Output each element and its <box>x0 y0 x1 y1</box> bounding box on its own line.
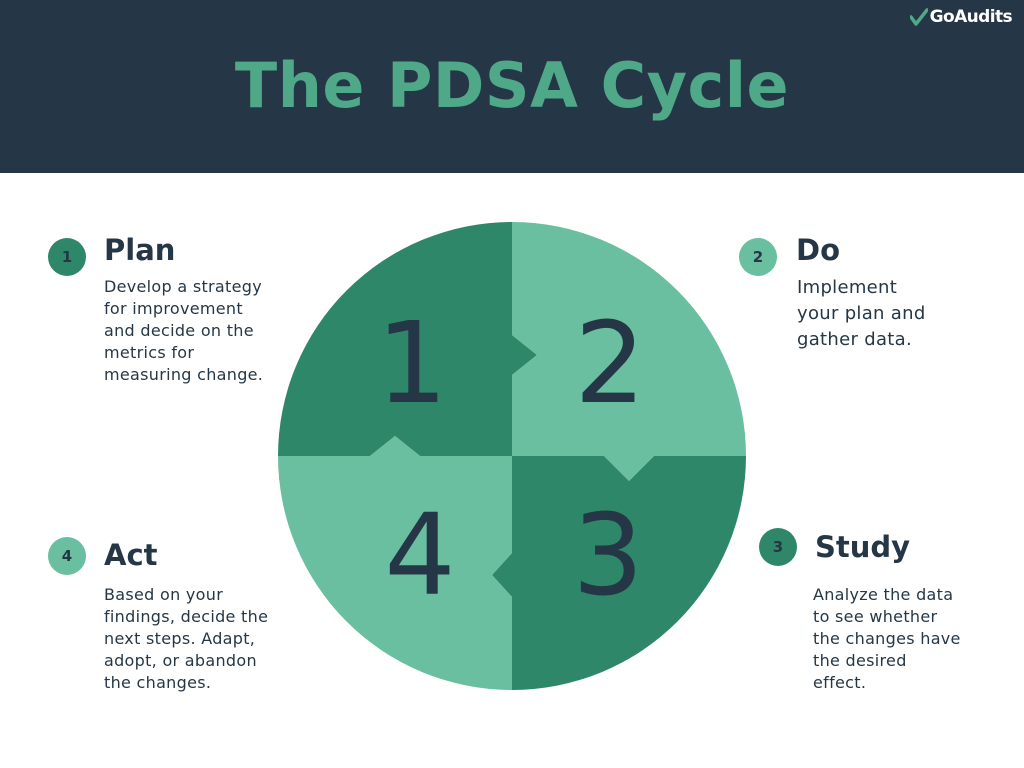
step-title-study: Study <box>815 530 911 564</box>
desc-line: next steps. Adapt, <box>104 629 256 648</box>
segment-number-2: 2 <box>574 299 645 429</box>
step-desc-study: Analyze the data to see whether the chan… <box>813 584 961 694</box>
segment-number-4: 4 <box>384 491 455 621</box>
desc-line: measuring change. <box>104 365 264 384</box>
desc-line: for improvement <box>104 299 243 318</box>
step-desc-act: Based on your findings, decide the next … <box>104 584 268 694</box>
step-badge-plan: 1 <box>48 238 86 276</box>
step-title-do: Do <box>796 233 840 267</box>
desc-line: gather data. <box>797 329 912 350</box>
desc-line: Develop a strategy <box>104 277 262 296</box>
checkmark-icon <box>909 8 928 26</box>
step-title-plan: Plan <box>104 233 176 267</box>
segment-3-study <box>492 456 746 690</box>
desc-line: and decide on the <box>104 321 254 340</box>
desc-line: findings, decide the <box>104 607 269 626</box>
segment-number-1: 1 <box>376 299 447 429</box>
desc-line: the changes. <box>104 673 212 692</box>
brand-name: GoAudits <box>929 7 1013 27</box>
segment-2-do <box>512 222 746 481</box>
desc-line: Implement <box>797 277 898 298</box>
step-title-act: Act <box>104 538 158 572</box>
step-desc-plan: Develop a strategy for improvement and d… <box>104 276 263 386</box>
step-badge-act: 4 <box>48 537 86 575</box>
brand-logo: GoAudits <box>909 6 1013 28</box>
segment-4-act <box>278 436 512 690</box>
step-badge-do: 2 <box>739 238 777 276</box>
page-title: The PDSA Cycle <box>234 49 790 122</box>
segment-number-3: 3 <box>572 491 643 621</box>
desc-line: Analyze the data <box>813 585 954 604</box>
desc-line: the desired <box>813 651 907 670</box>
segment-1-plan <box>278 222 537 456</box>
header-banner: GoAudits The PDSA Cycle <box>0 0 1024 173</box>
desc-line: effect. <box>813 673 867 692</box>
desc-line: metrics for <box>104 343 195 362</box>
desc-line: to see whether <box>813 607 938 626</box>
step-desc-do: Implement your plan and gather data. <box>797 275 926 353</box>
desc-line: your plan and <box>797 303 926 324</box>
desc-line: the changes have <box>813 629 961 648</box>
desc-line: Based on your <box>104 585 224 604</box>
desc-line: adopt, or abandon <box>104 651 257 670</box>
step-badge-study: 3 <box>759 528 797 566</box>
